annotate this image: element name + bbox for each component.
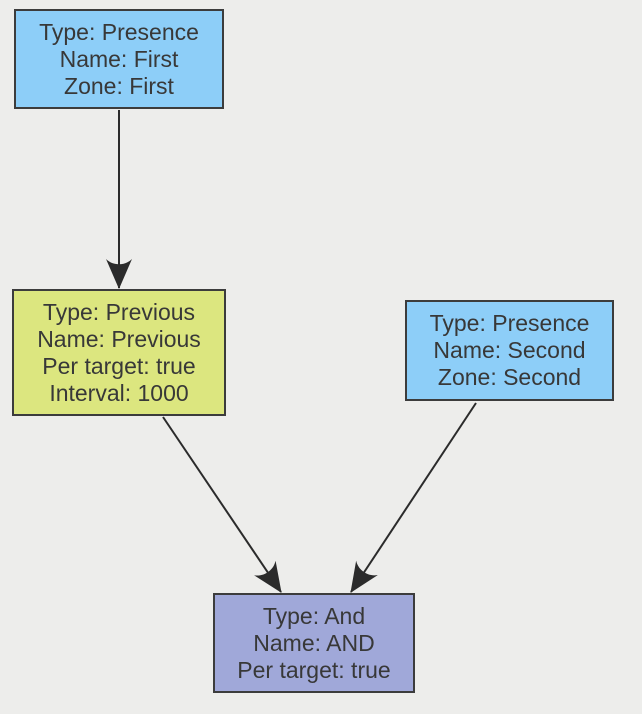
node-text-line: Type: Presence (39, 18, 199, 45)
node-text-line: Type: Previous (42, 298, 196, 325)
node-text-line: Per target: true (42, 352, 196, 379)
node-text-line: Name: First (59, 45, 179, 72)
node-and: Type: And Name: AND Per target: true (213, 593, 415, 693)
node-text-line: Per target: true (237, 656, 391, 683)
node-presence-first: Type: Presence Name: First Zone: First (14, 9, 224, 109)
node-text-line: Zone: Second (437, 364, 582, 390)
node-text-line: Zone: First (64, 72, 174, 99)
node-text-line: Type: Presence (429, 310, 590, 336)
edge-second-to-and (350, 402, 477, 593)
edge-previous-to-and (162, 416, 282, 593)
node-text-line: Name: Second (433, 337, 586, 363)
node-text-line: Type: And (262, 602, 366, 629)
node-text-line: Name: Previous (37, 325, 201, 352)
node-previous: Type: Previous Name: Previous Per target… (12, 289, 226, 416)
node-presence-second: Type: Presence Name: Second Zone: Second (405, 300, 614, 401)
node-text-line: Interval: 1000 (49, 379, 189, 406)
node-text-line: Name: AND (253, 629, 375, 656)
